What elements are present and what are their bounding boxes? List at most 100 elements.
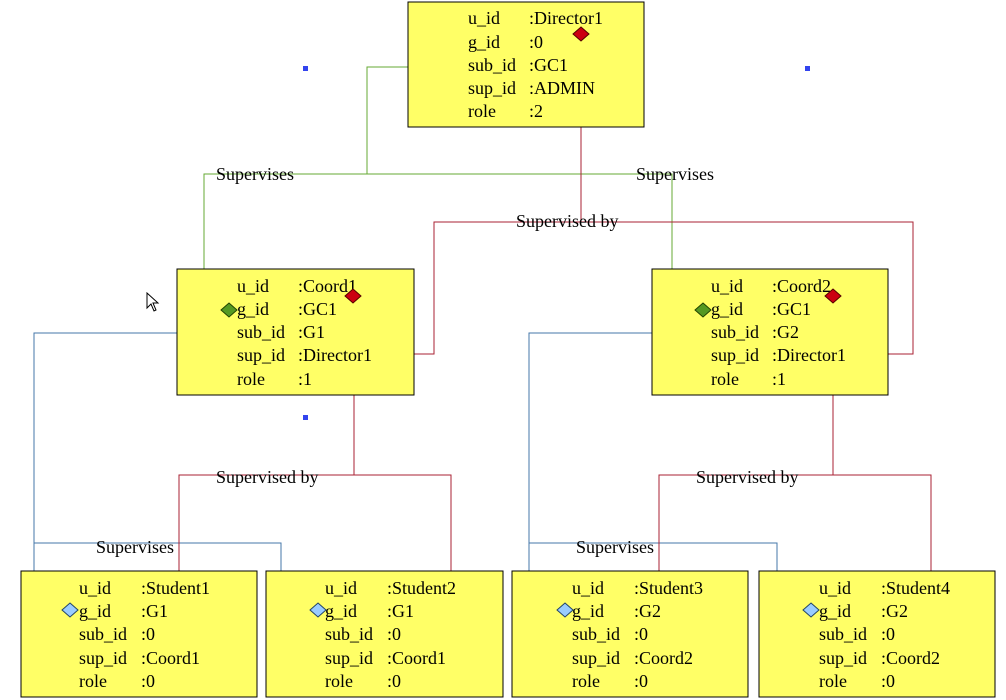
field-value: :0 <box>881 671 895 691</box>
entity-box-coord1[interactable] <box>176 268 415 396</box>
blue-diamond-icon[interactable] <box>556 602 574 618</box>
field-value: :G1 <box>141 601 168 621</box>
field-value: :G2 <box>881 601 908 621</box>
supervised-by-label: Supervised by <box>216 467 319 487</box>
supervises-label: Supervises <box>96 537 174 557</box>
field-key: sup_id <box>711 345 759 365</box>
field-value: :Student1 <box>141 578 210 598</box>
blue-diamond-icon[interactable] <box>61 602 79 618</box>
field-key: role <box>325 671 353 691</box>
field-key: role <box>572 671 600 691</box>
field-value: :Director1 <box>529 8 603 28</box>
field-value: :Coord2 <box>881 648 940 668</box>
field-key: role <box>711 369 739 389</box>
field-key: u_id <box>711 276 743 296</box>
field-value: :0 <box>634 624 648 644</box>
field-key: g_id <box>572 601 604 621</box>
field-value: :G1 <box>387 601 414 621</box>
field-value: :ADMIN <box>529 78 595 98</box>
field-key: u_id <box>468 8 500 28</box>
field-value: :0 <box>141 624 155 644</box>
field-value: :Director1 <box>772 345 846 365</box>
mouse-pointer-icon <box>146 292 160 312</box>
field-key: sub_id <box>468 55 516 75</box>
field-value: :GC1 <box>772 299 811 319</box>
entity-box-coord2[interactable] <box>651 268 889 396</box>
green-diamond-icon[interactable] <box>220 302 238 318</box>
field-key: sup_id <box>819 648 867 668</box>
green-diamond-icon[interactable] <box>694 302 712 318</box>
field-key: role <box>79 671 107 691</box>
field-key: sup_id <box>237 345 285 365</box>
coord1-fields: u_id :Coord1 g_id :GC1 sub_id :G1 sup_id… <box>237 276 372 389</box>
field-key: sup_id <box>79 648 127 668</box>
selection-handle[interactable] <box>805 66 810 71</box>
blue-diamond-icon[interactable] <box>802 602 820 618</box>
field-value: :G1 <box>298 322 325 342</box>
field-key: sup_id <box>325 648 373 668</box>
supervised-by-label: Supervised by <box>696 467 799 487</box>
field-key: sub_id <box>237 322 285 342</box>
entity-box-student2[interactable] <box>265 570 504 698</box>
supervises-label: Supervises <box>216 164 294 184</box>
field-value: :0 <box>387 624 401 644</box>
field-value: :Coord1 <box>387 648 446 668</box>
field-value: :Coord2 <box>634 648 693 668</box>
field-value: :1 <box>298 369 312 389</box>
field-value: :Student3 <box>634 578 703 598</box>
field-key: u_id <box>237 276 269 296</box>
field-key: sub_id <box>711 322 759 342</box>
field-key: role <box>819 671 847 691</box>
field-key: sub_id <box>572 624 620 644</box>
field-value: :Coord1 <box>298 276 357 296</box>
student2-fields: u_id :Student2 g_id :G1 sub_id :0 sup_id… <box>325 578 456 691</box>
student3-fields: u_id :Student3 g_id :G2 sub_id :0 sup_id… <box>572 578 703 691</box>
entity-box-student1[interactable] <box>20 570 258 698</box>
field-value: :G2 <box>772 322 799 342</box>
coord2-fields: u_id :Coord2 g_id :GC1 sub_id :G2 sup_id… <box>711 276 846 389</box>
field-key: sub_id <box>325 624 373 644</box>
field-key: u_id <box>79 578 111 598</box>
field-value: :G2 <box>634 601 661 621</box>
field-value: :0 <box>141 671 155 691</box>
field-key: g_id <box>325 601 357 621</box>
red-diamond-icon[interactable] <box>824 288 842 304</box>
field-value: :1 <box>772 369 786 389</box>
field-value: :GC1 <box>298 299 337 319</box>
red-diamond-icon[interactable] <box>572 26 590 42</box>
selection-handle[interactable] <box>303 66 308 71</box>
supervised-by-label: Supervised by <box>516 211 619 231</box>
field-value: :Coord2 <box>772 276 831 296</box>
entity-box-student4[interactable] <box>758 570 996 698</box>
field-key: u_id <box>572 578 604 598</box>
field-key: sub_id <box>819 624 867 644</box>
field-key: g_id <box>468 32 500 52</box>
field-key: role <box>237 369 265 389</box>
red-diamond-icon[interactable] <box>344 288 362 304</box>
field-value: :Student4 <box>881 578 950 598</box>
student1-fields: u_id :Student1 g_id :G1 sub_id :0 sup_id… <box>79 578 210 691</box>
student4-fields: u_id :Student4 g_id :G2 sub_id :0 sup_id… <box>819 578 950 691</box>
supervises-label: Supervises <box>576 537 654 557</box>
field-key: g_id <box>79 601 111 621</box>
field-value: :0 <box>634 671 648 691</box>
blue-diamond-icon[interactable] <box>309 602 327 618</box>
field-value: :0 <box>881 624 895 644</box>
field-key: g_id <box>819 601 851 621</box>
field-value: :0 <box>387 671 401 691</box>
field-key: u_id <box>325 578 357 598</box>
field-key: g_id <box>711 299 743 319</box>
field-key: role <box>468 101 496 121</box>
entity-box-student3[interactable] <box>511 570 749 698</box>
field-key: g_id <box>237 299 269 319</box>
field-value: :Coord1 <box>141 648 200 668</box>
field-value: :2 <box>529 101 543 121</box>
field-value: :GC1 <box>529 55 568 75</box>
field-value: :Director1 <box>298 345 372 365</box>
field-value: :0 <box>529 32 543 52</box>
selection-handle[interactable] <box>303 415 308 420</box>
field-key: sub_id <box>79 624 127 644</box>
entity-box-director1[interactable] <box>407 1 645 128</box>
field-key: sup_id <box>572 648 620 668</box>
